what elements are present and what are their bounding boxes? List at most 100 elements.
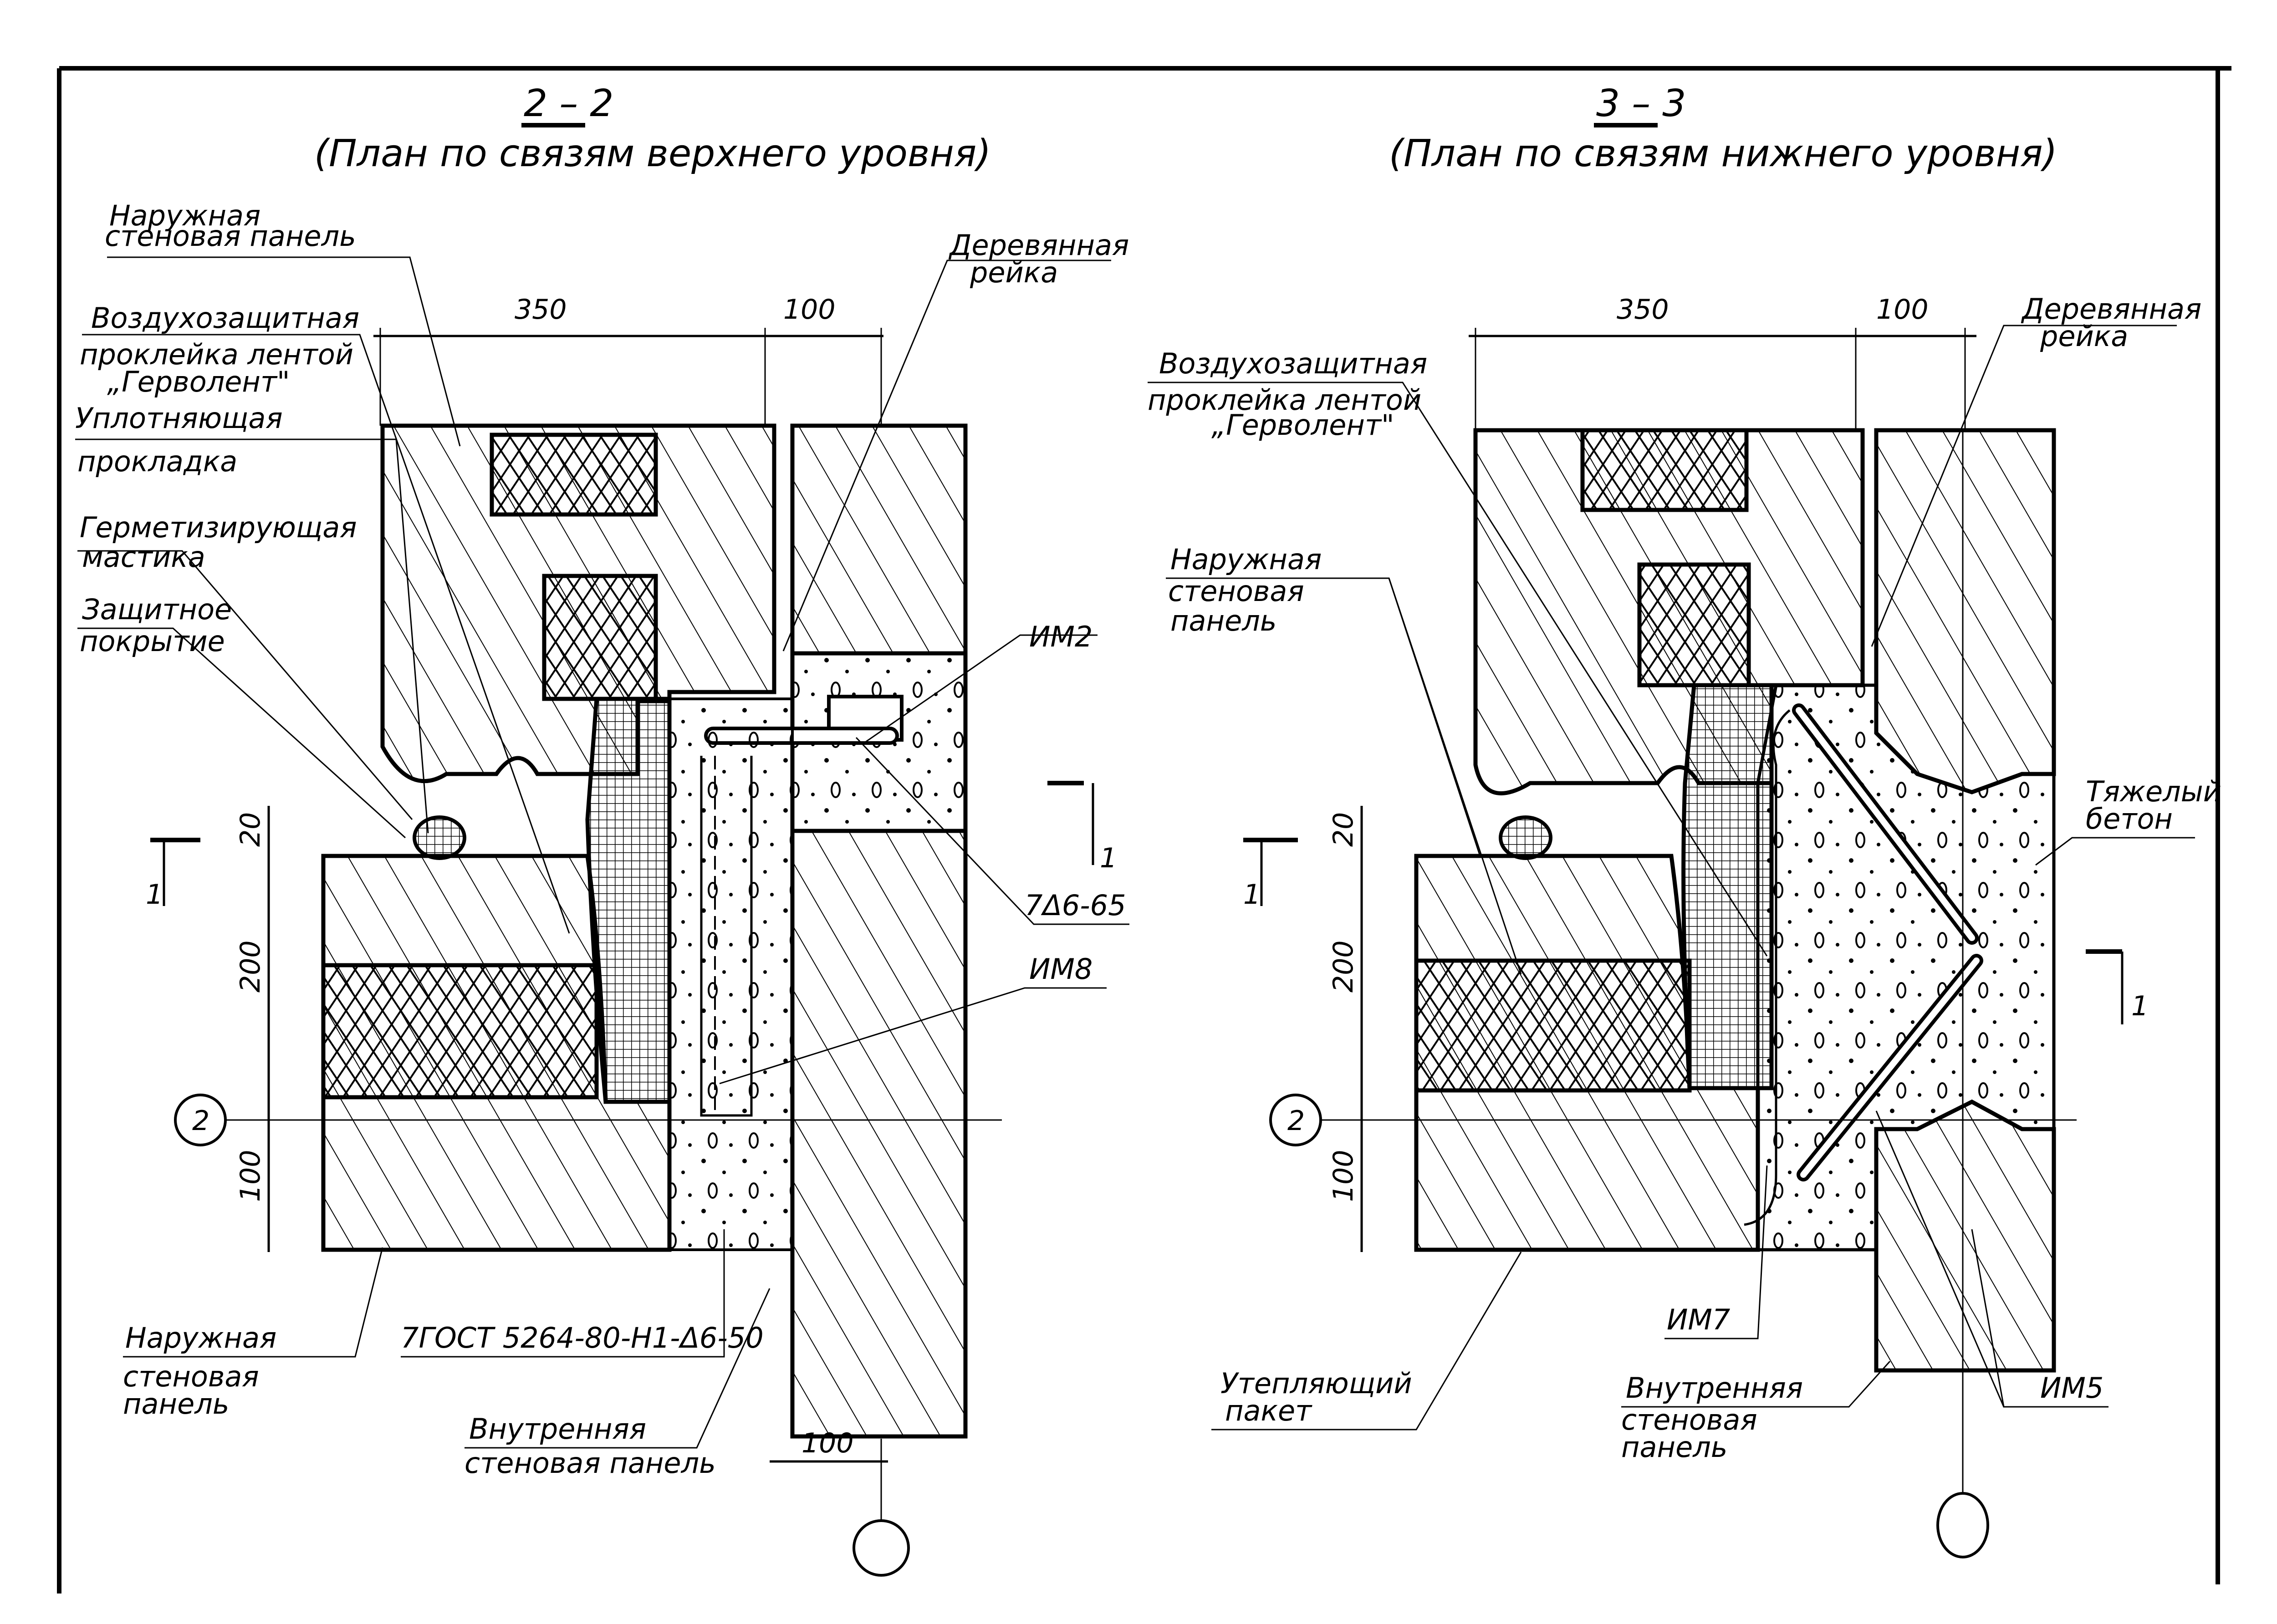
svg-text:стеновая панель: стеновая панель: [465, 1446, 716, 1480]
svg-text:Воздухозащитная: Воздухозащитная: [1159, 347, 1427, 380]
callout-im7: ИМ7: [1664, 1165, 1768, 1339]
svg-text:стеновая: стеновая: [1621, 1403, 1757, 1436]
axis-label: 2: [192, 1105, 209, 1137]
svg-text:проклейка лентой: проклейка лентой: [80, 338, 353, 371]
svg-text:стеновая панель: стеновая панель: [105, 219, 356, 253]
svg-text:Наружная: Наружная: [125, 1321, 276, 1354]
section-mark-left: 1: [1243, 838, 1298, 911]
callout-air-protection: Воздухозащитная проклейка лентой „Гервол…: [1148, 347, 1768, 957]
dimension-100-left: 100: [1327, 1150, 1359, 1202]
svg-text:„Герволент": „Герволент": [1211, 408, 1394, 442]
callout-outer-panel: Наружная стеновая панель: [1166, 543, 1522, 975]
svg-text:рейка: рейка: [970, 256, 1058, 289]
callout-protective-coating: Защитное покрытие: [77, 593, 406, 839]
axis-label: 2: [1287, 1105, 1305, 1137]
callout-im8: ИМ8: [719, 952, 1107, 1084]
callout-outer-panel-top: Наружная стеновая панель: [105, 199, 461, 447]
callout-heavy-concrete: Тяжелый бетон: [2035, 775, 2221, 866]
svg-text:рейка: рейка: [2040, 320, 2128, 353]
anchor-im7: [1744, 709, 1791, 1226]
svg-text:бетон: бетон: [2086, 802, 2173, 835]
svg-text:панель: панель: [123, 1387, 229, 1420]
svg-text:мастика: мастика: [82, 540, 205, 574]
callout-inner-panel: Внутренняя стеновая панель: [1621, 1360, 1891, 1464]
insulation-pack: [1681, 683, 1774, 1090]
svg-text:Тяжелый: Тяжелый: [2086, 775, 2221, 808]
dimension-100-left: 100: [235, 1150, 266, 1202]
svg-text:7ГОСТ 5264-80-Н1-Δ6-50: 7ГОСТ 5264-80-Н1-Δ6-50: [401, 1321, 764, 1354]
svg-text:Воздухозащитная: Воздухозащитная: [91, 301, 359, 335]
section-subtitle: (План по связям верхнего уровня): [314, 132, 991, 175]
svg-text:панель: панель: [1621, 1431, 1727, 1464]
section-mark-right: 1: [1047, 781, 1117, 874]
svg-text:7Δ6-65: 7Δ6-65: [1025, 889, 1126, 922]
svg-text:стеновая: стеновая: [123, 1360, 259, 1393]
section-title: 2 – 2: [524, 82, 613, 125]
svg-text:проклейка лентой: проклейка лентой: [1148, 383, 1421, 417]
axis-marker: [174, 1094, 227, 1146]
callout-gost: 7ГОСТ 5264-80-Н1-Δ6-50: [401, 1229, 764, 1358]
dimension-200: 200: [1327, 940, 1359, 993]
sheet-frame: [57, 66, 2231, 1593]
dimension-100-top: 100: [1876, 294, 1929, 326]
axis-marker-bottom: [853, 1519, 910, 1577]
insulation-band: [321, 963, 599, 1100]
callout-sealing-mastic: Герметизирующая мастика: [77, 511, 413, 820]
svg-text:ИМ5: ИМ5: [2040, 1371, 2103, 1405]
svg-text:Утепляющий: Утепляющий: [1220, 1367, 1412, 1400]
svg-text:Внутренняя: Внутренняя: [469, 1412, 646, 1446]
dimension-200: 200: [235, 940, 266, 993]
svg-text:1: 1: [2131, 990, 2149, 1022]
callout-inner-panel: Внутренняя стеновая панель: [465, 1288, 771, 1480]
callout-wood-strip: Деревянная рейка: [1871, 292, 2201, 647]
insulation-block-middle: [1637, 562, 1751, 687]
svg-text:пакет: пакет: [1225, 1394, 1312, 1427]
svg-text:1: 1: [146, 879, 163, 911]
callout-wood-strip: Деревянная рейка: [782, 229, 1129, 652]
insulation-block-upper: [1580, 428, 1749, 512]
insulation-block-middle: [542, 574, 658, 701]
svg-text:Герметизирующая: Герметизирующая: [80, 511, 357, 544]
svg-text:1: 1: [1100, 842, 1117, 874]
insulation-block-upper: [490, 433, 658, 517]
axis-marker-bottom: [1936, 1492, 1989, 1558]
svg-text:Наружная: Наружная: [1170, 543, 1322, 576]
svg-text:Деревянная: Деревянная: [948, 229, 1129, 262]
dimension-20: 20: [235, 812, 266, 847]
sealing-gasket: [413, 815, 466, 860]
inner-wall-column-upper: [1874, 428, 2056, 794]
section-mark-left: 1: [146, 838, 200, 911]
svg-text:ИМ7: ИМ7: [1667, 1303, 1730, 1336]
callout-im5: ИМ5: [1875, 1110, 2109, 1408]
dimension-100-bottom: 100: [802, 1427, 854, 1459]
callout-air-protection: Воздухозащитная проклейка лентой „Гервол…: [80, 301, 570, 934]
mortar-fill: [668, 697, 794, 1251]
svg-text:ИМ2: ИМ2: [1029, 620, 1093, 653]
callout-insulation: Утепляющий пакет: [1211, 1252, 1522, 1431]
anchor-im8: [700, 756, 753, 1117]
sealing-gasket: [1499, 815, 1552, 860]
svg-text:Уплотняющая: Уплотняющая: [75, 402, 283, 435]
svg-text:панель: панель: [1170, 604, 1276, 637]
section-3-3: 3 – 3 (План по связям нижнего уровня): [1148, 82, 2221, 1558]
callout-weld: 7Δ6-65: [855, 737, 1129, 925]
svg-text:стеновая: стеновая: [1168, 575, 1304, 608]
inner-wall-panel: [790, 829, 968, 1439]
callout-im2: ИМ2: [865, 620, 1098, 743]
section-2-2: 2 – 2 (План по связям верхнего уровня) 3…: [75, 82, 1129, 1577]
dimension-100-top: 100: [783, 294, 836, 326]
callout-seal-gasket: Уплотняющая прокладка: [75, 402, 429, 834]
svg-text:Деревянная: Деревянная: [2021, 292, 2201, 326]
section-title: 3 – 3: [1596, 82, 1686, 125]
inner-wall-column: [790, 423, 968, 656]
svg-text:прокладка: прокладка: [77, 445, 237, 478]
section-subtitle: (План по связям нижнего уровня): [1389, 132, 2057, 175]
inner-wall-panel: [1874, 1099, 2056, 1373]
svg-text:покрытие: покрытие: [80, 625, 225, 658]
svg-text:Защитное: Защитное: [82, 593, 232, 626]
dimension-350: 350: [1617, 294, 1669, 326]
svg-text:ИМ8: ИМ8: [1029, 952, 1093, 986]
section-mark-right: 1: [2086, 949, 2149, 1024]
svg-text:Внутренняя: Внутренняя: [1626, 1371, 1803, 1405]
axis-marker: [1269, 1094, 1322, 1146]
